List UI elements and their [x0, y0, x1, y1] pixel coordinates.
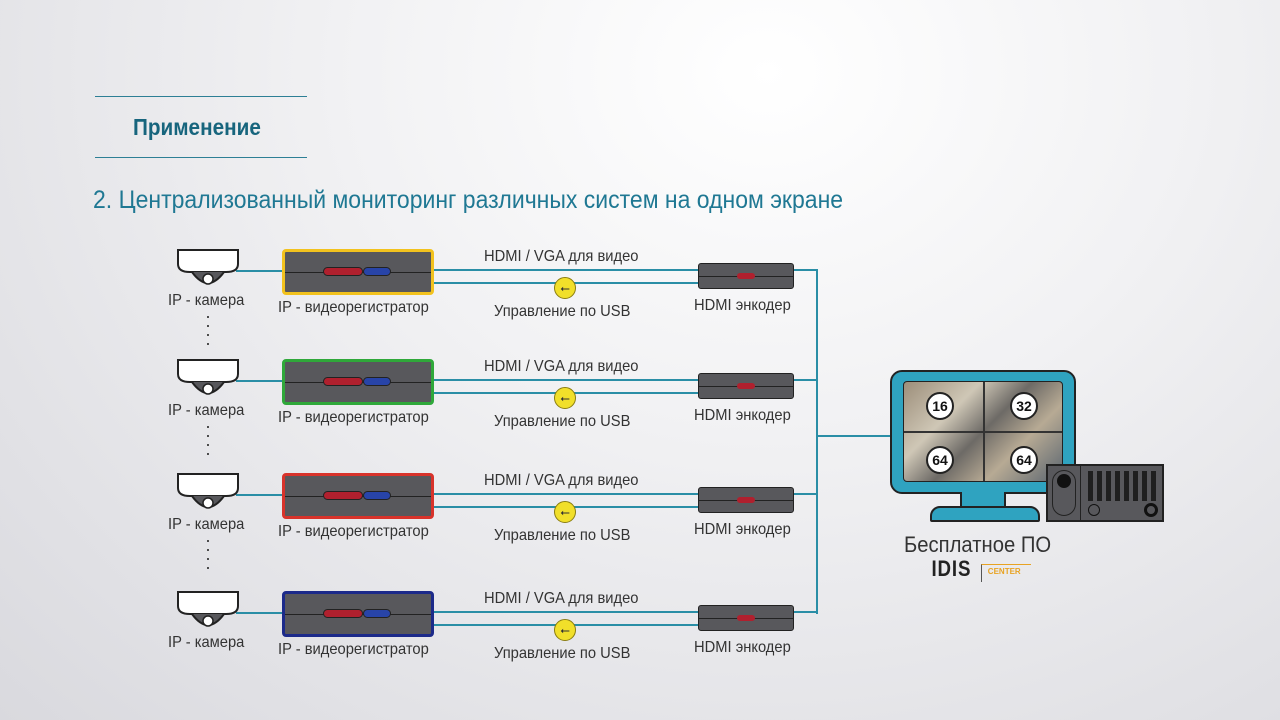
channel-badge: 16: [926, 392, 954, 420]
hdmi-vga-label: HDMI / VGA для видео: [484, 590, 639, 607]
ip-camera-icon: [177, 359, 239, 395]
usb-label: Управление по USB: [494, 413, 631, 430]
camera-link: [236, 612, 286, 614]
encoder-to-bus: [794, 611, 818, 613]
encoder-to-bus: [794, 379, 818, 381]
hdmi-line: [434, 379, 700, 381]
channel-badge: 64: [1010, 446, 1038, 474]
hdmi-encoder: [698, 487, 794, 513]
usb-label: Управление по USB: [494, 527, 631, 544]
hdmi-vga-label: HDMI / VGA для видео: [484, 248, 639, 265]
page-heading: 2. Централизованный мониторинг различных…: [93, 186, 844, 214]
encoder-to-bus: [794, 269, 818, 271]
hdmi-encoder: [698, 263, 794, 289]
camera-label: IP - камера: [168, 634, 245, 651]
camera-label: IP - камера: [168, 292, 245, 309]
nvr-device: [282, 473, 434, 519]
ip-camera-icon: [177, 249, 239, 285]
usb-label: Управление по USB: [494, 645, 631, 662]
encoder-label: HDMI энкодер: [694, 407, 791, 424]
camera-link: [236, 380, 286, 382]
ip-camera-icon: [177, 473, 239, 509]
usb-icon: ⭠: [554, 501, 576, 523]
camera-label: IP - камера: [168, 516, 245, 533]
top-rule: [95, 96, 307, 97]
usb-label: Управление по USB: [494, 303, 631, 320]
channel-badge: 32: [1010, 392, 1038, 420]
more-cameras-dots: ····: [205, 416, 211, 463]
camera-link: [236, 270, 286, 272]
hdmi-line: [434, 269, 700, 271]
ptz-keyboard: [1046, 464, 1164, 522]
nvr-label: IP - видеорегистратор: [278, 641, 429, 658]
more-cameras-dots: ····: [205, 306, 211, 353]
camera-label: IP - камера: [168, 402, 245, 419]
hdmi-line: [434, 493, 700, 495]
encoder-label: HDMI энкодер: [694, 521, 791, 538]
usb-icon: ⭠: [554, 277, 576, 299]
nvr-device: [282, 359, 434, 405]
nvr-label: IP - видеорегистратор: [278, 523, 429, 540]
bottom-rule: [95, 157, 307, 158]
idis-center-logo: IDIS CENTER: [928, 556, 1031, 582]
nvr-device: [282, 591, 434, 637]
more-cameras-dots: ····: [205, 530, 211, 577]
hdmi-encoder: [698, 605, 794, 631]
encoder-label: HDMI энкодер: [694, 297, 791, 314]
nvr-label: IP - видеорегистратор: [278, 299, 429, 316]
bus-to-monitor: [818, 435, 892, 437]
usb-icon: ⭠: [554, 619, 576, 641]
monitor-base: [930, 506, 1040, 522]
nvr-device: [282, 249, 434, 295]
channel-badge: 64: [926, 446, 954, 474]
encoder-label: HDMI энкодер: [694, 639, 791, 656]
hdmi-encoder: [698, 373, 794, 399]
hdmi-vga-label: HDMI / VGA для видео: [484, 358, 639, 375]
nvr-label: IP - видеорегистратор: [278, 409, 429, 426]
monitor-neck: [960, 492, 1006, 508]
hdmi-vga-label: HDMI / VGA для видео: [484, 472, 639, 489]
usb-icon: ⭠: [554, 387, 576, 409]
joystick-icon: [1052, 470, 1076, 516]
vertical-bus: [816, 270, 818, 614]
ip-camera-icon: [177, 591, 239, 627]
hdmi-line: [434, 611, 700, 613]
encoder-to-bus: [794, 493, 818, 495]
camera-link: [236, 494, 286, 496]
software-caption: Бесплатное ПО: [904, 532, 1052, 557]
section-title: Применение: [133, 114, 261, 140]
